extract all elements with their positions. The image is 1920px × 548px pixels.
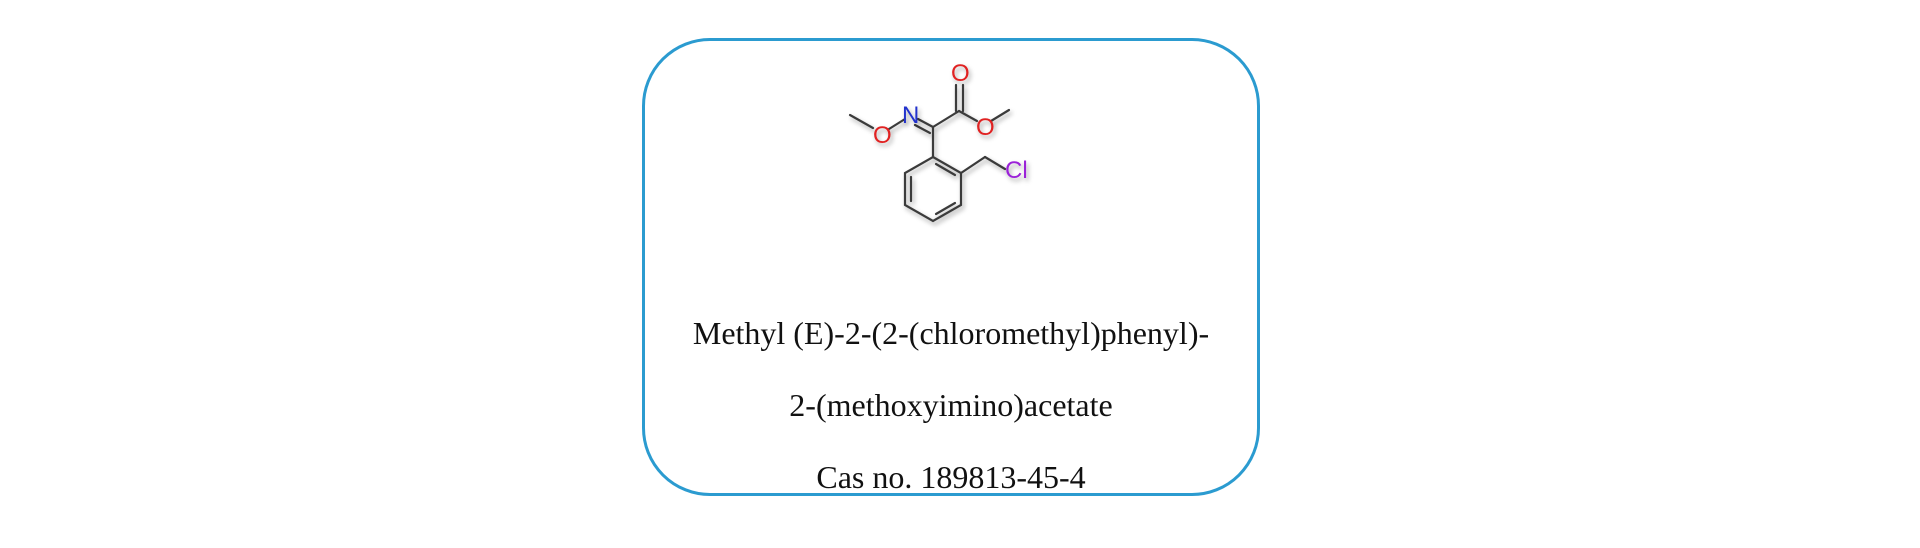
atom-labels: O O O N Cl xyxy=(873,60,1028,184)
atom-chlorine: Cl xyxy=(1005,157,1028,184)
compound-name-line-2: 2-(methoxyimino)acetate xyxy=(789,387,1113,423)
bond-ch2-cl xyxy=(983,155,1007,171)
bond-o-n xyxy=(887,117,907,131)
ring-double-2 xyxy=(934,201,957,216)
bond-n-c-double-b xyxy=(913,123,932,135)
cas-number: Cas no. 189813-45-4 xyxy=(816,459,1086,495)
ring-double-3 xyxy=(934,162,957,177)
compound-name-line-1: Methyl (E)-2-(2-(chloromethyl)phenyl)- xyxy=(692,315,1210,351)
compound-card: O O O N Cl Methyl (E)-2-(2-(chloromethyl… xyxy=(642,38,1260,496)
bond-o-ch3-ester xyxy=(989,108,1011,123)
benzene-ring xyxy=(903,155,963,223)
bond-calpha-ccarbonyl xyxy=(931,109,961,129)
atom-nitrogen: N xyxy=(902,102,919,129)
molecule-structure: O O O N Cl xyxy=(848,60,1028,223)
bond-c-o-ester xyxy=(957,109,979,123)
atom-oxygen-carbonyl: O xyxy=(951,60,970,87)
bond-ring-ch2 xyxy=(959,155,987,175)
bond-ch3-o-oxime xyxy=(848,113,875,130)
atom-oxygen-ester: O xyxy=(976,114,995,141)
bonds xyxy=(848,83,1011,223)
atom-oxygen-oxime: O xyxy=(873,122,892,149)
bond-n-c-double-a xyxy=(916,117,935,129)
